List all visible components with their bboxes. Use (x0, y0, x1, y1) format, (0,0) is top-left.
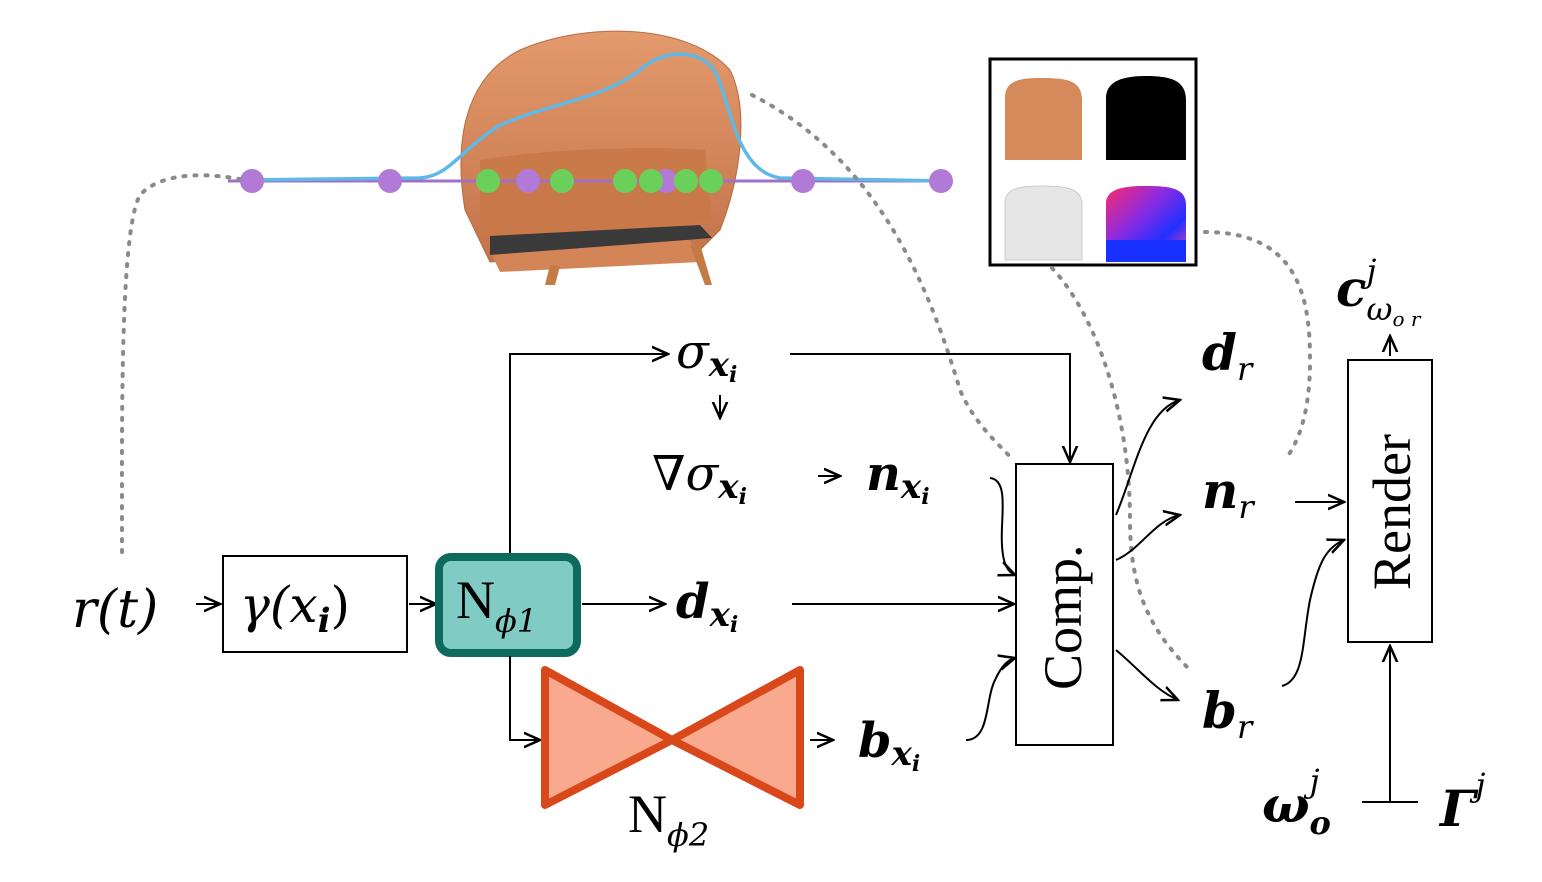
sample-point-fine (550, 169, 574, 193)
sample-point (240, 169, 264, 193)
network-n-phi1-label: Nϕ1 (456, 570, 537, 640)
dotted-link-chair (750, 93, 1015, 462)
normal-ray-label: nr (1202, 461, 1255, 526)
render-label: Render (1362, 434, 1422, 590)
sample-point (516, 169, 540, 193)
network-n-phi2-label: Nϕ2 (628, 784, 709, 854)
bottleneck-ray-label: br (1202, 681, 1254, 746)
sample-point-fine (639, 169, 663, 193)
sample-point-fine (476, 169, 500, 193)
sample-point (929, 169, 953, 193)
sample-point-fine (613, 169, 637, 193)
density-gradient-label: ∇σxi (652, 446, 747, 510)
dotted-link-buffer-n (1203, 230, 1313, 462)
compositing-label: Comp. (1033, 544, 1093, 690)
lighting-label: Γj (1438, 766, 1486, 838)
sample-point (791, 169, 815, 193)
dotted-link-buffer-b (1050, 266, 1192, 672)
ray-samples (228, 52, 953, 193)
sample-point (378, 169, 402, 193)
ray-label: r(t) (72, 580, 158, 640)
diffuse-ray-label: dr (1202, 323, 1254, 388)
render-box (1347, 359, 1433, 643)
dotted-link-ray (119, 173, 247, 554)
normal-sample-label: nxi (866, 446, 930, 510)
sample-point-fine (699, 169, 723, 193)
chair-render (460, 30, 742, 285)
network-n-phi2 (541, 666, 804, 809)
output-maps-thumbnail (988, 57, 1198, 267)
sample-point-fine (674, 169, 698, 193)
positional-encoding-box (222, 555, 408, 653)
compositing-box (1015, 463, 1114, 746)
network-n-phi1 (435, 553, 581, 657)
diffuse-sample-label: dxi (676, 574, 738, 638)
density-label: σxi (676, 324, 737, 388)
positional-encoding-label: γ(xi) (240, 576, 350, 641)
bottleneck-sample-label: bxi (858, 713, 920, 777)
